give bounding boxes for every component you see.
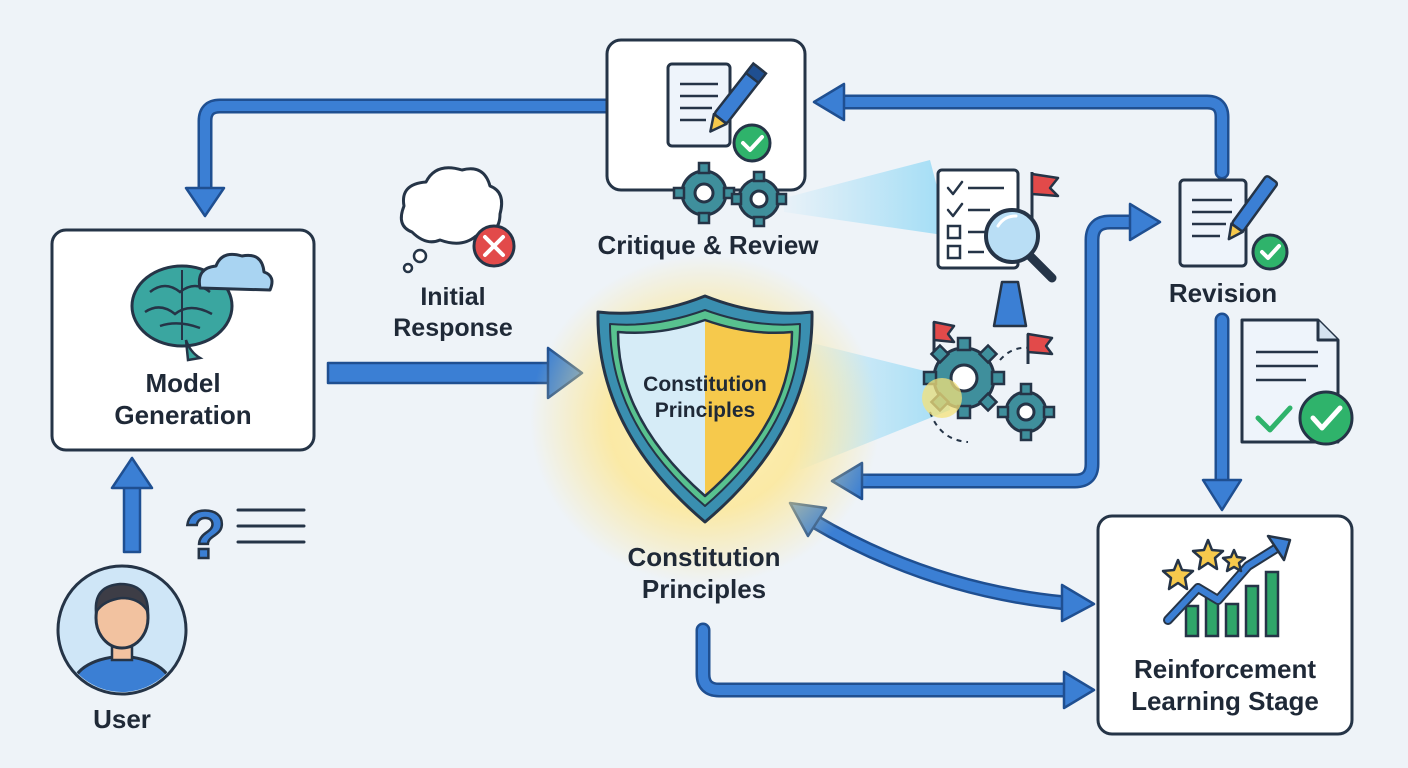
spotlight-icon <box>992 280 1028 328</box>
arrowhead-model-bottom <box>110 456 154 490</box>
stars-icon <box>1161 538 1247 591</box>
arrowhead-reinforcement-top <box>1201 478 1243 512</box>
approved-document-icon <box>1240 318 1354 446</box>
arrow-principles-to-reinforcement <box>695 622 1074 698</box>
initial-response-line2: Response <box>393 313 513 342</box>
constitution-shield[interactable] <box>596 294 814 524</box>
arrow-model-to-shield <box>326 361 554 385</box>
arrowhead-model-top <box>184 186 226 218</box>
arrow-revision-to-critique <box>834 94 1230 180</box>
arrowhead-reinforcement-upper <box>1060 583 1096 623</box>
constitution-principles-line1: Constitution <box>627 542 781 572</box>
model-generation-line1: Model <box>145 368 221 398</box>
critique-card[interactable] <box>605 38 807 192</box>
critique-review-label: Critique & Review <box>597 230 819 260</box>
shield-line1: Constitution <box>643 373 767 396</box>
model-generation-card[interactable] <box>50 228 316 452</box>
beam-critique <box>784 160 950 236</box>
arrow-critique-to-model <box>197 98 614 198</box>
magnifier-icon <box>984 208 1057 283</box>
initial-response-label: Initial Response <box>370 282 536 343</box>
constitution-principles-line2: Principles <box>641 573 767 604</box>
question-icon: ? <box>183 496 227 575</box>
svg-text:?: ? <box>184 497 226 573</box>
revision-icon <box>1178 175 1289 271</box>
model-generation-line2: Generation <box>114 399 252 430</box>
reinforcement-label: Reinforcement Learning Stage <box>1098 654 1352 717</box>
revision-label: Revision <box>1168 278 1278 308</box>
initial-response-line1: Initial <box>420 283 486 311</box>
arrow-shield-reinforcement <box>804 512 1074 611</box>
shield-label: Constitution Principles <box>610 372 800 423</box>
gears-icon <box>672 161 788 228</box>
user-avatar[interactable] <box>56 564 188 696</box>
text-lines-icon <box>236 508 306 544</box>
reinforcement-card[interactable] <box>1096 514 1354 736</box>
user-label: User <box>93 704 151 734</box>
flag-icon <box>1030 172 1060 218</box>
pen-icon <box>709 61 768 133</box>
gears-flags-icon <box>922 320 1056 443</box>
arrowhead-revision-left <box>1128 202 1162 242</box>
constitution-principles-label: Constitution Principles <box>594 542 814 605</box>
shield-line2: Principles <box>654 398 756 422</box>
reinforcement-line1: Reinforcement <box>1133 654 1317 684</box>
arrowhead-reinforcement-lower <box>1062 670 1096 710</box>
error-icon <box>472 224 516 268</box>
growth-chart-icon <box>1163 534 1292 638</box>
arrow-user-to-model <box>122 482 142 554</box>
reinforcement-line2: Learning Stage <box>1131 685 1319 716</box>
cloud-icon <box>197 252 274 292</box>
thought-bubble-icon <box>399 166 504 274</box>
arrowhead-critique-right <box>812 82 846 122</box>
check-badge-icon <box>732 123 772 163</box>
model-generation-label: Model Generation <box>52 368 314 431</box>
